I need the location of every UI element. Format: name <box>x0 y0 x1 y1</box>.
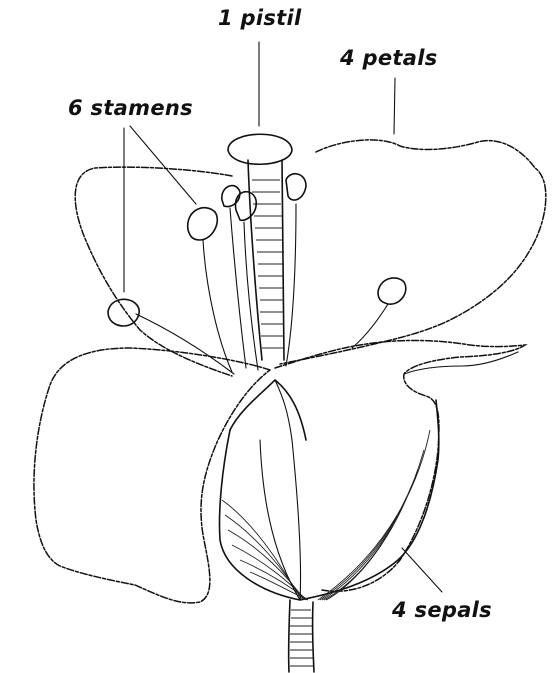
label-stamens: 6 stamens <box>68 96 193 120</box>
petal-upper-right <box>280 140 546 364</box>
label-sepals: 4 sepals <box>392 598 492 622</box>
stamens <box>108 174 406 374</box>
leader-stamens-2 <box>130 126 196 204</box>
label-pistil: 1 pistil <box>218 6 302 30</box>
petal-lower-left <box>34 348 270 603</box>
petal-fold <box>404 352 518 374</box>
pistil <box>228 134 292 360</box>
leader-sepals <box>402 548 442 592</box>
sepals-cup <box>219 380 438 600</box>
label-petals: 4 petals <box>340 46 438 70</box>
leader-petals <box>394 78 395 134</box>
petal-lower-right <box>275 340 525 591</box>
petal-upper-left <box>75 167 232 376</box>
stem <box>289 600 314 672</box>
